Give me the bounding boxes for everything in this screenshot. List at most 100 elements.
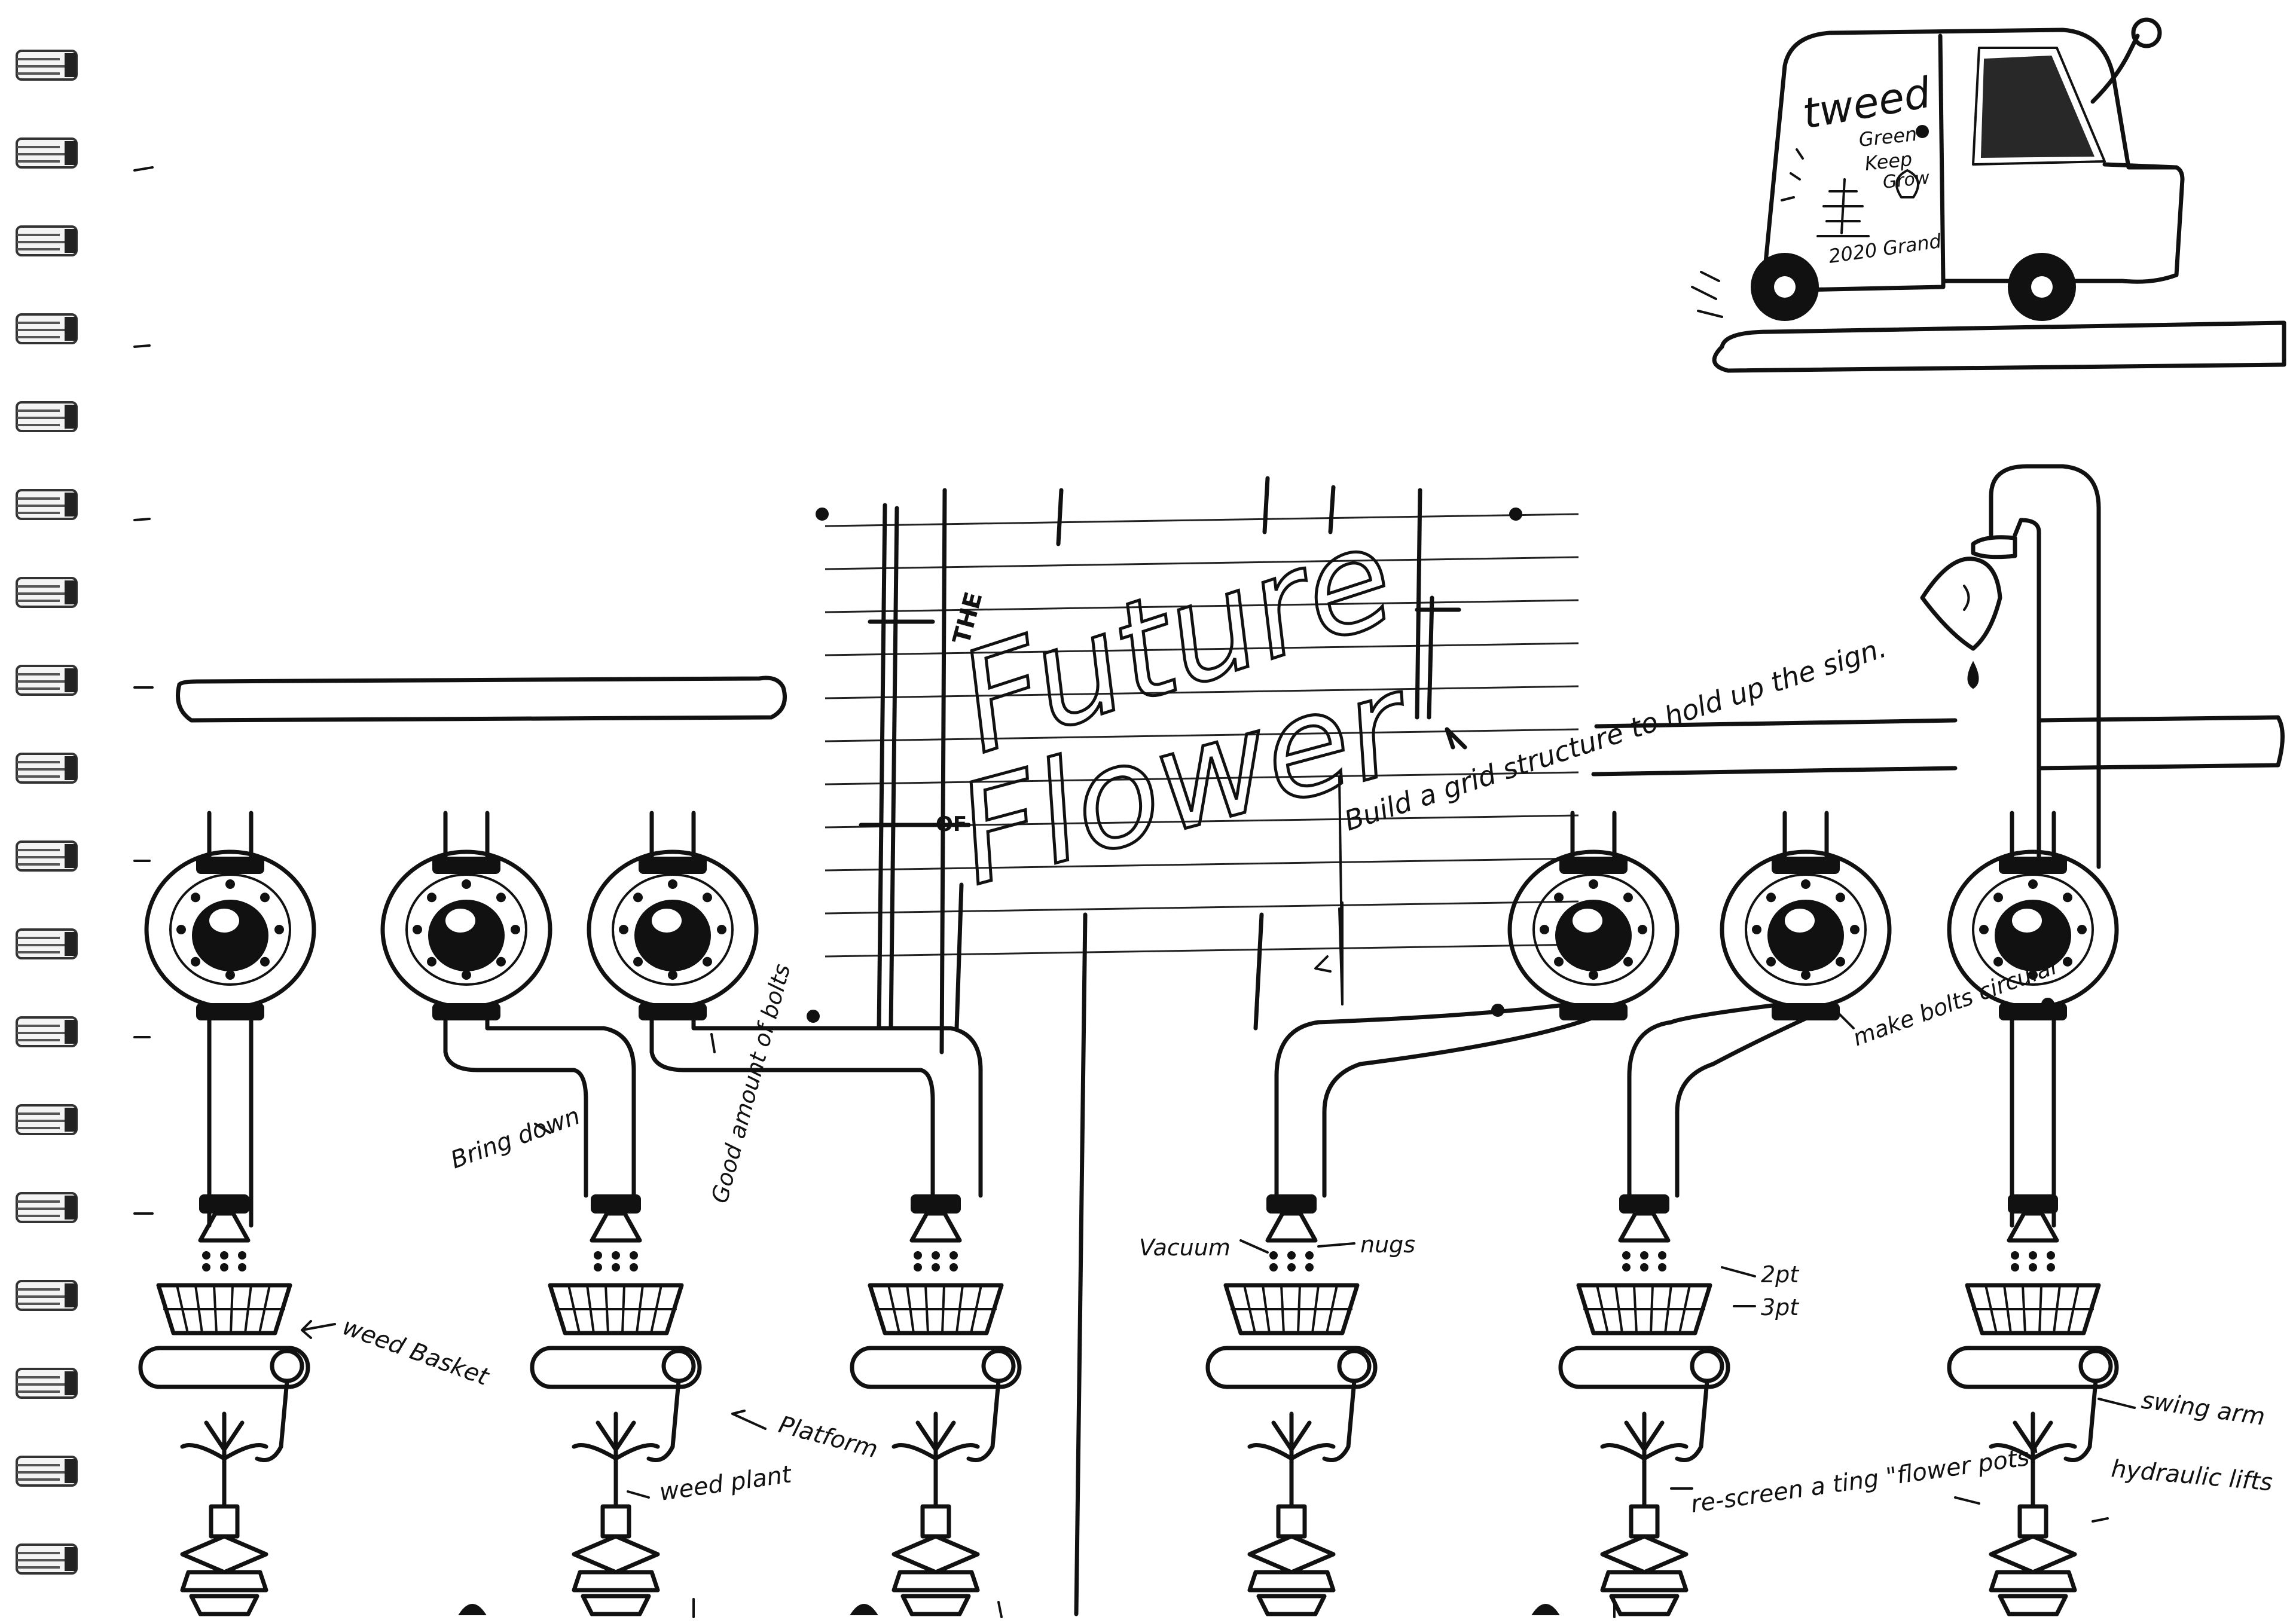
nozzle-collar [1619,1194,1669,1214]
grid-line [825,556,1579,570]
bottom-collar [196,1003,264,1020]
particle [1640,1263,1648,1271]
particle [2029,1251,2037,1260]
coil-rings [17,1112,66,1129]
arm-joint [981,1349,1016,1383]
left-sign-bar [176,676,787,723]
bolt [462,879,471,889]
annotation-bolts: Good amount of bolts [706,961,795,1206]
arm-joint [1690,1349,1724,1383]
arm-joint [661,1349,696,1383]
flower-pot [1629,1504,1660,1539]
bolt [2062,893,2072,903]
grid-line [825,513,1579,527]
bolt [1850,925,1860,934]
arm-joint [270,1349,304,1383]
particle [2029,1263,2037,1271]
station [380,811,702,1616]
grid-line [825,685,1579,699]
lens-glint [1573,909,1602,933]
bolt [1752,925,1761,934]
station [1558,811,1892,1616]
bolt [1979,925,1989,934]
particle [1305,1251,1314,1260]
binding-coil [16,753,78,784]
weed-plant-shape [180,1411,268,1509]
particle [238,1251,246,1260]
hydraulic-lift [1600,1534,1689,1616]
van-line-2: Keep [1864,148,1913,175]
bolt [2077,925,2087,934]
grid-note-text: Build a grid structure to hold up the si… [1341,631,1891,838]
nozzle-collar [199,1194,249,1214]
bolt [191,893,201,903]
delivery-van: tweed Green Keep Grow 2020 Grand [1691,17,2286,373]
bolt [274,925,284,934]
binding-coil [16,1280,78,1311]
bolt [427,893,437,903]
van-cannabis-logo [1781,148,1919,237]
bolt [496,956,506,967]
pipe [2010,1014,2056,1228]
grid-line [825,599,1579,613]
top-collar [639,857,707,874]
lens-inner [612,873,734,986]
coil-rings [17,1552,66,1569]
pipe [443,1014,636,1198]
lens-glint [652,909,682,933]
basket [156,1283,292,1335]
coil-rings [17,409,66,426]
particle [612,1263,620,1271]
binding-coil [16,137,78,169]
binding-coil [16,401,78,432]
pipe [649,1014,983,1198]
binding-coil [16,840,78,872]
coil-rings [17,322,66,338]
binding-coil [16,50,78,81]
binding-coil [16,1192,78,1223]
bolt [496,893,506,903]
particle [630,1263,638,1271]
coil-hole [65,1547,77,1571]
nozzle-head [198,1211,251,1243]
coil-hole [65,1020,77,1044]
bolt [2028,879,2038,889]
weed-plant-shape [1600,1411,1689,1509]
lens-glint [209,909,239,933]
grid-line [825,900,1579,915]
binding-coil [16,665,78,696]
coil-hole [65,580,77,604]
binding-coil [16,928,78,959]
platform [1205,1346,1378,1389]
coil-rings [17,146,66,163]
top-collar [432,857,500,874]
annotation-vacuum: Vacuum [1139,1234,1231,1261]
bolt [427,956,437,967]
particle [2047,1251,2055,1260]
particle [1622,1251,1631,1260]
station [587,811,1022,1616]
hydraulic-lift [1247,1534,1336,1616]
coil-hole [65,1196,77,1219]
particle [949,1251,958,1260]
swing-arm [255,1379,289,1462]
annotation-weed-plant: weed plant [658,1460,794,1506]
coil-hole [65,229,77,253]
flower-pot [1276,1504,1307,1539]
platform [1947,1346,2119,1389]
lens-glint [1785,909,1815,933]
particle [949,1263,958,1271]
pipe [1627,1002,1826,1198]
coil-rings [17,1464,66,1481]
lens-inner [169,873,291,986]
top-collar [1999,857,2067,874]
bolt [619,925,628,934]
nozzle-collar [1266,1194,1317,1214]
particle [220,1263,228,1271]
basket [1223,1283,1360,1335]
bolt [1638,925,1647,934]
particle [1269,1251,1278,1260]
particle [630,1251,638,1260]
coil-hole [65,932,77,956]
flower-pot [600,1504,631,1539]
